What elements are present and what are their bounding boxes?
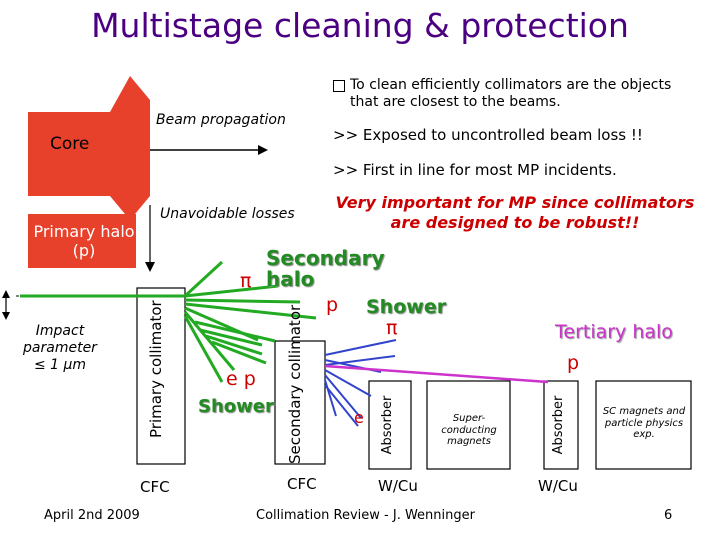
footer-center: Collimation Review - J. Wenninger	[256, 508, 475, 523]
blue-particle-tracks	[324, 339, 397, 427]
label-shower-mid: Shower	[366, 296, 447, 318]
label-core: Core	[50, 134, 90, 154]
primary-collimator-box	[136, 287, 186, 465]
label-p-mid: p	[326, 294, 339, 316]
label-secondary-halo: Secondary halo	[266, 246, 385, 291]
tertiary-halo-track	[324, 364, 549, 384]
green-particle-tracks	[20, 260, 317, 383]
label-impact-parameter: Impact parameter ≤ 1 μm	[23, 323, 97, 373]
label-tertiary-halo: Tertiary halo	[555, 321, 673, 343]
absorber-1-box	[368, 380, 412, 470]
primary-halo-band	[28, 214, 136, 268]
important-note: Very important for MP since collimators …	[335, 193, 695, 232]
material-cfc-2: CFC	[287, 475, 317, 493]
sc-magnets-2-label: SC magnets and particle physics exp.	[602, 406, 686, 440]
absorber-1-label: Absorber	[380, 395, 395, 455]
sc-magnets-2-box	[595, 380, 692, 470]
label-primary-halo: Primary halo (p)	[33, 222, 135, 261]
bullet-sub2-text: >> First in line for most MP incidents.	[333, 161, 617, 179]
absorber-2-label: Absorber	[551, 395, 566, 455]
label-p-right: p	[567, 352, 580, 374]
sc-magnets-1-label: Super-conducting magnets	[441, 413, 497, 447]
bullet-main-text: To clean efficiently collimators are the…	[350, 77, 672, 110]
material-cfc-1: CFC	[140, 478, 170, 496]
label-beam-propagation: Beam propagation	[156, 112, 286, 128]
absorber-2-box	[543, 380, 579, 470]
secondary-collimator-label: Secondary collimator	[286, 304, 304, 464]
material-wcu-1: W/Cu	[378, 477, 418, 495]
page-title: Multistage cleaning & protection	[91, 6, 629, 45]
footer-page-number: 6	[664, 508, 673, 523]
label-e-p: e p	[226, 368, 256, 390]
core-beam-shape	[28, 76, 150, 220]
label-unavoidable-losses: Unavoidable losses	[160, 206, 295, 222]
label-shower-low: Shower	[198, 396, 274, 417]
label-pi-left: π	[240, 270, 252, 292]
footer-date: April 2nd 2009	[44, 508, 140, 523]
bullet-sub1-text: >> Exposed to uncontrolled beam loss !!	[333, 126, 643, 144]
primary-collimator-label: Primary collimator	[147, 300, 165, 438]
sc-magnets-1-box	[426, 380, 511, 470]
bullet-square-icon	[333, 80, 345, 92]
label-pi-mid: π	[386, 317, 398, 339]
label-e-small: e	[354, 408, 364, 427]
secondary-collimator-box	[274, 340, 326, 465]
material-wcu-2: W/Cu	[538, 477, 578, 495]
